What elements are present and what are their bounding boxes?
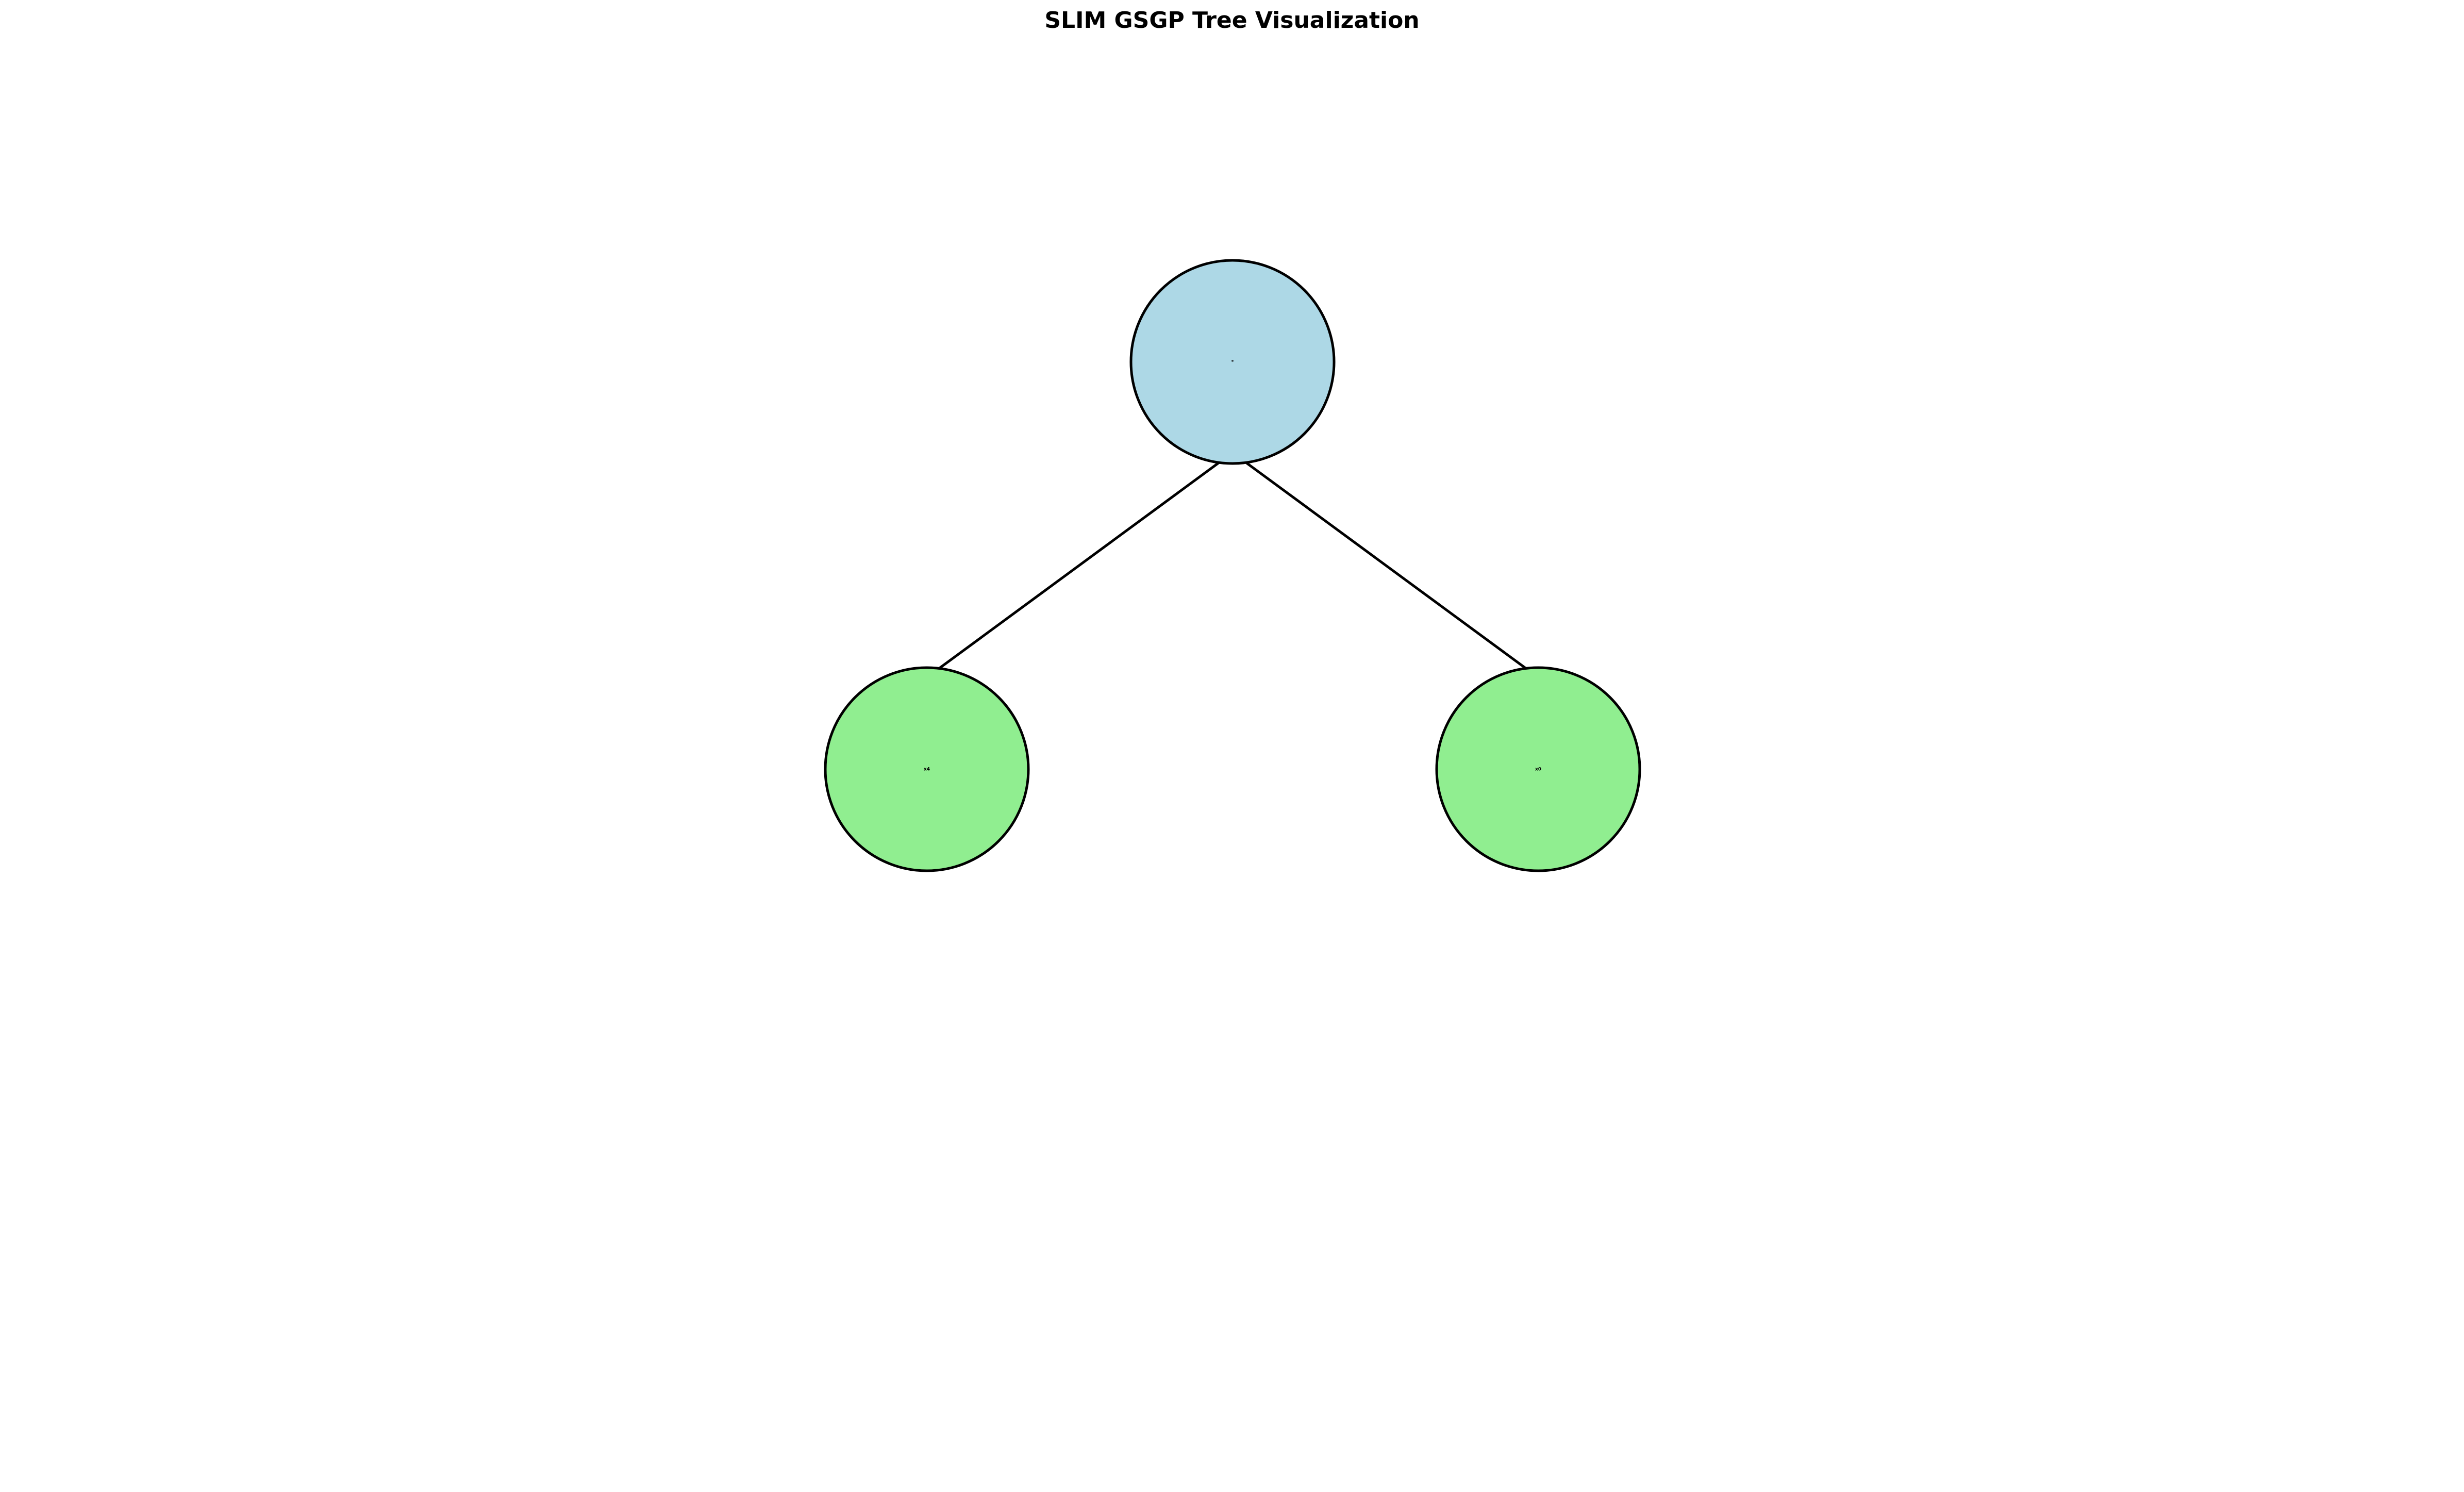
left-child-node-circle (824, 666, 1030, 872)
left-child-node-label: x4 (924, 767, 930, 772)
figure-title: SLIM GSGP Tree Visualization (1044, 7, 1420, 34)
right-child-node-label: x0 (1535, 767, 1541, 772)
edge-root-to-left-child (926, 451, 1234, 679)
edge-root-to-right-child (1231, 451, 1539, 679)
tree-node-right-child: x0 (1435, 666, 1641, 872)
tree-node-left-child: x4 (824, 666, 1030, 872)
root-node-circle (1129, 259, 1336, 465)
right-child-node-circle (1435, 666, 1641, 872)
tree-node-root: * (1129, 259, 1336, 465)
root-node-label: * (1231, 360, 1234, 365)
tree-edges (926, 451, 1539, 679)
